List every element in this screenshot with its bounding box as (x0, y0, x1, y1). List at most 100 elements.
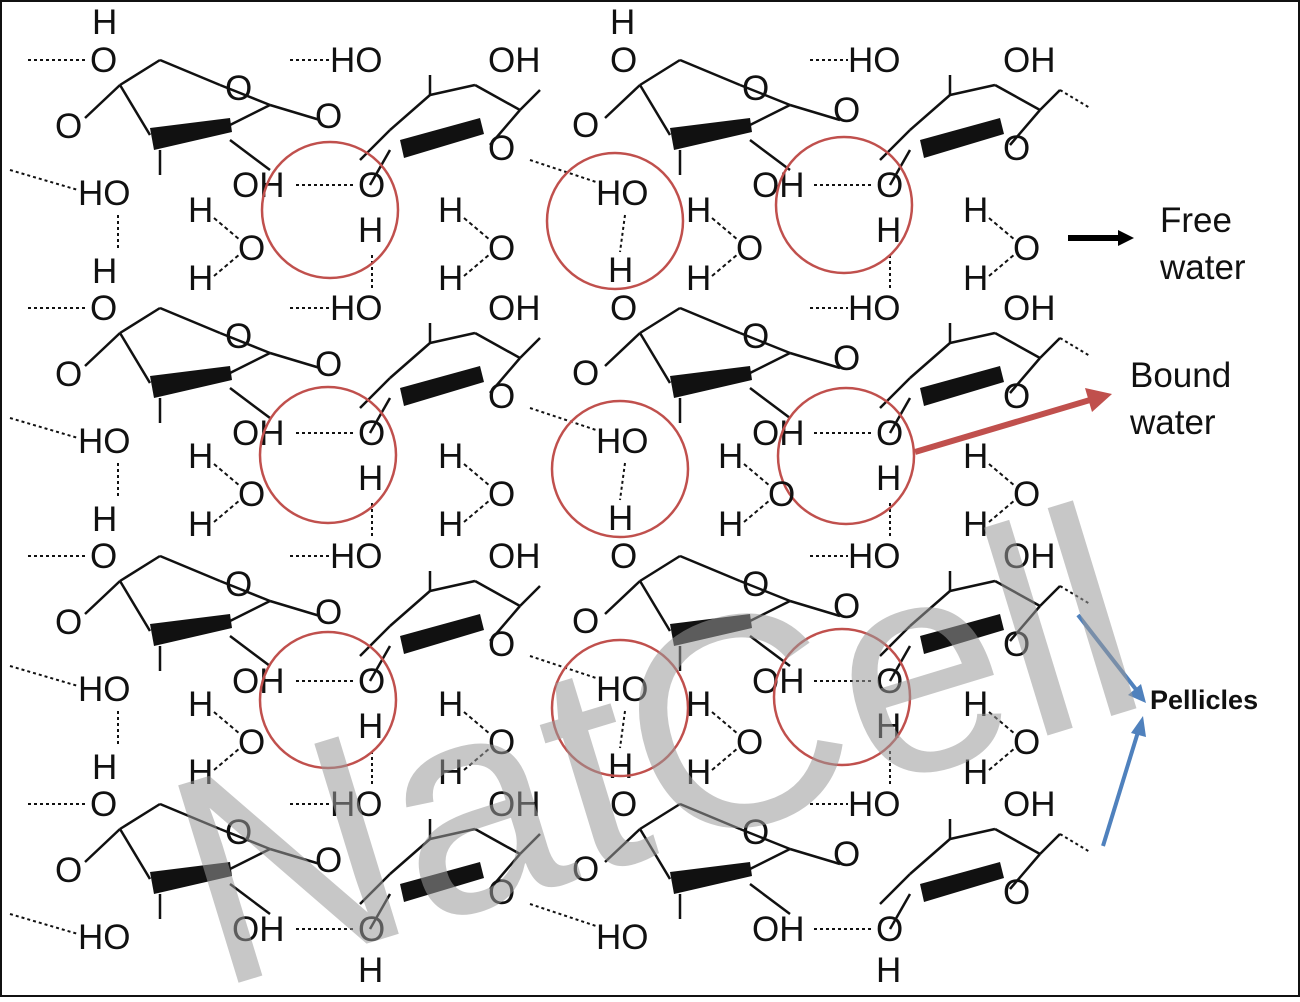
bond-line (604, 332, 641, 367)
hydroxyl-group: OH (488, 537, 541, 576)
bond-line (229, 847, 271, 871)
hydrogen-atom: H (686, 191, 711, 230)
hydrogen-atom: H (188, 753, 213, 792)
hydroxyl-group: HO (848, 289, 901, 328)
bond-line (119, 306, 161, 335)
wedge-bond (670, 862, 752, 894)
bond-line (639, 306, 681, 335)
bond-line (909, 94, 951, 131)
bond-line (519, 89, 541, 111)
hydroxyl-group: HO (78, 670, 131, 709)
bond-line (474, 83, 521, 112)
hydroxyl-group: OH (1003, 785, 1056, 824)
bond-line (389, 342, 431, 379)
hydroxyl-group: HO (330, 537, 383, 576)
wedge-bond (150, 118, 232, 150)
wedge-bond (150, 366, 232, 398)
bond-line (679, 58, 741, 87)
glycosidic-oxygen: O (572, 602, 599, 641)
hydrogen-atom: H (608, 747, 633, 786)
bond-line (1039, 833, 1061, 855)
wedge-bond (400, 614, 484, 654)
water-molecule: HOH (188, 191, 265, 298)
ring-oxygen: O (488, 873, 515, 912)
hydrogen-atom: H (188, 259, 213, 298)
bond-line (219, 83, 271, 107)
ring-oxygen: O (225, 317, 252, 356)
oxygen-atom: O (55, 107, 82, 146)
hydrogen-bond (213, 499, 241, 523)
bond-line (359, 129, 391, 161)
oxygen-atom: O (238, 723, 265, 762)
hydrogen-bond (988, 463, 1016, 487)
bond-line (879, 377, 911, 409)
hydrogen-bond (463, 253, 491, 277)
glucose-ring (879, 819, 1061, 930)
glucose-ring (359, 323, 541, 434)
pellicles-label: Pellicles (1150, 685, 1258, 715)
wedge-bond (150, 614, 232, 646)
oxygen-atom: O (488, 723, 515, 762)
oxygen-atom: O (488, 229, 515, 268)
bond-line (429, 331, 476, 345)
bond-line (159, 306, 221, 335)
bond-line (749, 847, 791, 871)
glycosidic-oxygen: O (572, 106, 599, 145)
hydrogen-atom: H (188, 437, 213, 476)
bound-water-circle (260, 140, 400, 280)
hydroxyl-group: HO (596, 918, 649, 957)
ring-oxygen: O (1003, 129, 1030, 168)
hydrogen-atom: H (608, 499, 633, 538)
bond-line (429, 83, 476, 97)
glycosidic-oxygen: O (315, 345, 342, 384)
bond-line (474, 827, 521, 856)
wedge-bond (670, 118, 752, 150)
bond-line (219, 827, 271, 851)
hydrogen-bond (213, 463, 241, 487)
glucose-ring (359, 75, 541, 186)
oxygen-atom: O (610, 289, 637, 328)
glycosidic-oxygen: O (833, 587, 860, 626)
ring-oxygen: O (225, 565, 252, 604)
ring-oxygen: O (742, 813, 769, 852)
hydrogen-atom: H (686, 753, 711, 792)
oxygen-atom: O (90, 289, 117, 328)
bound-water-circle (772, 627, 912, 767)
bond-line (994, 331, 1041, 360)
hydrogen-bond (463, 711, 491, 735)
bond-line (519, 585, 541, 607)
oxygen-atom: O (358, 662, 385, 701)
bond-line (219, 579, 271, 603)
hydrogen-bond (711, 217, 739, 241)
hydrogen-atom: H (718, 505, 743, 544)
bond-line (604, 828, 641, 863)
water-molecule: HOH (686, 191, 763, 298)
hydrogen-atom: H (438, 437, 463, 476)
bond-line (789, 351, 841, 370)
ring-oxygen: O (1003, 625, 1030, 664)
bond-line (119, 554, 161, 583)
hydrogen-bond (988, 711, 1016, 735)
water-molecule: HOH (963, 437, 1040, 544)
hydrogen-atom: H (686, 685, 711, 724)
hydrogen-atom: H (358, 707, 383, 746)
hydrogen-bond (711, 711, 739, 735)
bond-line (639, 554, 681, 583)
hydrogen-bond (743, 499, 771, 523)
water-molecule: HOH (438, 191, 515, 298)
bond-line (679, 554, 741, 583)
oxygen-atom: O (876, 910, 903, 949)
bond-line (739, 83, 791, 107)
bond-line (359, 873, 391, 905)
bond-line (639, 802, 681, 831)
hydrogen-atom: H (963, 753, 988, 792)
glucose-ring (604, 802, 841, 919)
water-molecule: HOH (188, 685, 265, 792)
hydrogen-atom: H (358, 459, 383, 498)
glycosidic-oxygen: O (572, 354, 599, 393)
blue-arrow-icon (1076, 613, 1146, 847)
